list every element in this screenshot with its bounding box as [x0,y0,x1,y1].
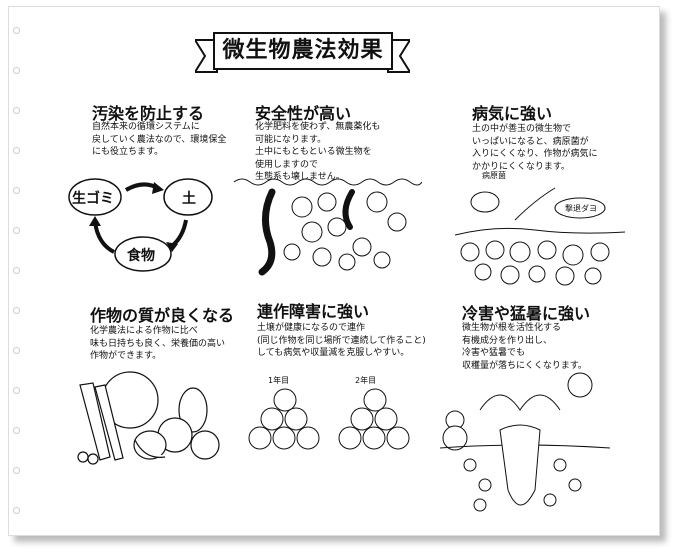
heading-weather: 冷害や猛暑に強い [462,304,591,323]
text-weather: 微生物が根を活性化する 有機成分を作り出し、 冷害や猛暑でも 収穫量が落ちにくく… [462,323,587,371]
soil-microbes-illustration [233,178,422,276]
binder-hole [13,227,20,234]
crop-rotation-illustration [248,388,410,450]
binder-hole [13,427,20,434]
year2-label: 2年目 [355,376,377,385]
page-title: 微生物農法効果 [213,32,393,70]
binder-hole [13,267,20,274]
speech-bubble: 撃退ダヨ [565,204,597,213]
disease-illustration [455,187,625,286]
heading-quality: 作物の質が良くなる [90,306,235,325]
cycle-garbage: 生ゴミ [72,191,114,207]
binder-hole [13,307,20,314]
cycle-food: 食物 [127,248,155,264]
heading-disease: 病気に強い [472,104,553,123]
binder-hole [13,347,20,354]
radish-sun-illustration [440,372,610,512]
binder-hole [13,387,20,394]
binder-hole [13,107,20,114]
binder-hole [13,507,20,514]
text-quality: 化学農法による作物に比べ 味も日持ちも良く、栄養価の高い 作物ができます。 [90,326,226,361]
binder-hole [13,147,20,154]
text-pollution: 自然本来の循環システムに 戻していく農法なので、環境保全 にも役立ちます。 [92,122,227,157]
cycle-diagram [68,178,213,272]
sun-icon [567,372,593,398]
text-rotation: 土壌が健康になるので連作 (同じ作物を同じ場所で連続して作ること) しても病気や… [257,323,426,358]
text-safety: 化学肥料を使わず、無農薬化も 可能になります。 土中にもともといる微生物を 使用… [255,122,381,182]
heading-safety: 安全性が高い [255,104,352,123]
binder-hole [13,467,20,474]
pathogen-label: 病原菌 [482,171,506,180]
year1-label: 1年目 [268,376,290,385]
heading-pollution: 汚染を防止する [92,104,205,123]
binder-hole [13,27,20,34]
binder-hole [13,187,20,194]
title-banner: 微生物農法効果 [195,32,410,74]
binder-hole [13,67,20,74]
heading-rotation: 連作障害に強い [257,302,370,321]
cycle-soil: 土 [182,191,196,207]
fruits-vegetables-illustration [77,371,220,465]
text-disease: 土の中が善玉の微生物で いっぱいになると、病原菌が 入りにくくなり、作物が病気に… [472,124,598,172]
